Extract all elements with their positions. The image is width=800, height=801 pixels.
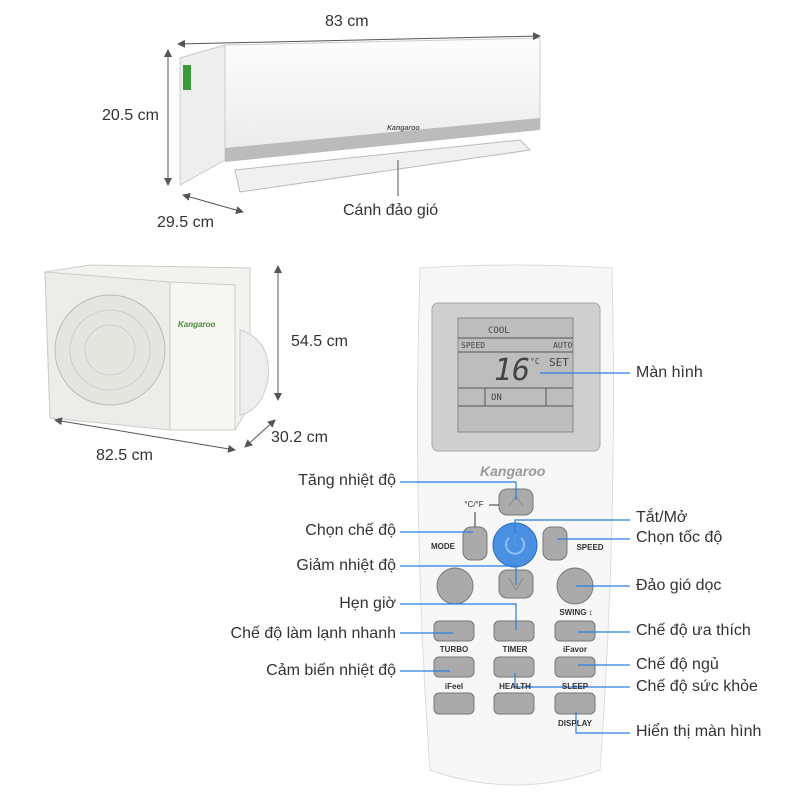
callout-health: Chế độ sức khỏe [636, 678, 758, 695]
health-button[interactable] [493, 656, 535, 678]
lcd-unit: °C [530, 357, 540, 366]
lcd-speed-label: SPEED [461, 341, 486, 350]
ifeel-label: iFeel [444, 682, 464, 691]
lcd-mode: COOL [488, 326, 510, 336]
speed-button[interactable] [542, 526, 568, 561]
outdoor-width-label: 82.5 cm [96, 447, 153, 464]
swing-label: SWING ↕ [559, 608, 593, 617]
timer-label: TIMER [502, 645, 528, 654]
ifavor-label: iFavor [562, 645, 588, 654]
lcd-screen [457, 317, 574, 433]
turbo-label: TURBO [439, 645, 469, 654]
health-label: HEALTH [499, 682, 531, 691]
callout-turbo: Chế độ làm lạnh nhanh [230, 625, 396, 642]
remote-brand-logo: Kangaroo [480, 463, 546, 479]
outdoor-width-line [54, 417, 236, 453]
fan-grille [54, 294, 166, 406]
callout-ifeel: Cảm biến nhiệt độ [266, 662, 396, 679]
turbo-button[interactable] [433, 620, 475, 642]
lcd-speed-value: AUTO [553, 341, 573, 350]
sleep-button[interactable] [554, 656, 596, 678]
outdoor-depth-line [244, 419, 276, 448]
callout-swing: Đảo gió dọc [636, 577, 722, 594]
callout-power: Tắt/Mở [636, 509, 688, 526]
callout-mode: Chọn chế độ [305, 522, 396, 539]
outdoor-depth-label: 30.2 cm [271, 429, 328, 446]
callout-screen: Màn hình [636, 364, 703, 381]
leader-lines [400, 372, 630, 734]
mode-label: MODE [431, 542, 455, 551]
louver-label: Cánh đảo gió [343, 202, 439, 219]
lcd-temperature: 16 [494, 353, 531, 388]
outdoor-brand-logo: Kangaroo [178, 320, 216, 329]
display-button[interactable] [554, 692, 596, 715]
ifavor-button[interactable] [554, 620, 596, 642]
chevron-down-icon [508, 577, 524, 591]
round-button-left[interactable] [436, 567, 474, 605]
power-icon [505, 537, 525, 555]
callout-speed: Chọn tốc độ [636, 529, 723, 546]
callout-display: Hiển thị màn hình [636, 723, 762, 740]
unit-toggle-label: °C/°F [464, 500, 484, 509]
indoor-height-label: 20.5 cm [102, 107, 159, 124]
speed-label: SPEED [576, 543, 604, 552]
display-label: DISPLAY [558, 719, 592, 728]
blank-button[interactable] [433, 692, 475, 715]
callout-sleep: Chế độ ngủ [636, 656, 719, 673]
blank-button-2[interactable] [493, 692, 535, 715]
timer-button[interactable] [493, 620, 535, 642]
energy-label-icon [183, 65, 191, 90]
callout-timer: Hẹn giờ [339, 595, 396, 612]
sleep-label: SLEEP [561, 682, 589, 691]
callout-ifavor: Chế độ ưa thích [636, 622, 751, 639]
indoor-brand-logo: Kangaroo [387, 125, 420, 132]
outdoor-height-label: 54.5 cm [291, 333, 348, 350]
ifeel-button[interactable] [433, 656, 475, 678]
indoor-unit [179, 37, 541, 193]
callout-temp-up: Tăng nhiệt độ [298, 472, 396, 489]
indoor-width-label: 83 cm [325, 13, 369, 30]
callout-temp-down: Giảm nhiệt độ [296, 557, 396, 574]
width-dimension-line [177, 32, 541, 48]
lcd-set: SET [549, 356, 569, 369]
lcd-status: ON [491, 393, 502, 403]
indoor-depth-label: 29.5 cm [157, 214, 214, 231]
outdoor-unit [44, 264, 269, 431]
depth-dimension-line [182, 193, 244, 214]
